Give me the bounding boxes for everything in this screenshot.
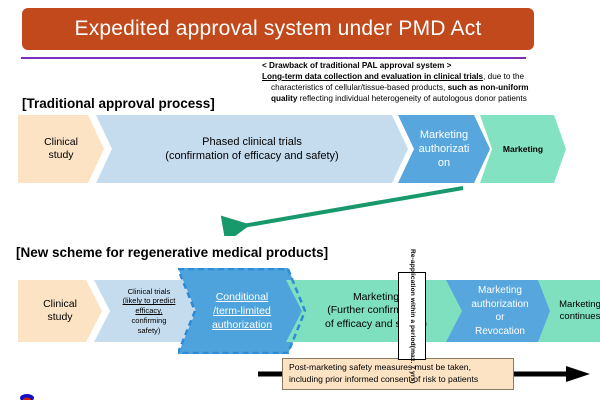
page-title: Expedited approval system under PMD Act	[74, 17, 482, 40]
line: (confirmation of efficacy and safety)	[165, 150, 339, 162]
line: Marketing	[559, 298, 600, 310]
corner-logo-mark	[20, 394, 34, 400]
line: Marketing	[419, 128, 469, 141]
reapplication-note-text: Re-application within a period(max. 7 yr…	[408, 248, 416, 384]
new-step-clinical-trials-label: Clinical trials (likely to predict effic…	[120, 287, 179, 336]
line: efficacy,	[135, 306, 163, 316]
traditional-flow-row: Clinical study Phased clinical trials (c…	[18, 115, 590, 183]
line: Clinical	[44, 135, 78, 148]
slide-title-banner: Expedited approval system under PMD Act	[22, 8, 534, 50]
drawback-note-line2-underlined: Long-term data collection and evaluation…	[262, 71, 484, 81]
post-marketing-callout: Post-marketing safety measures must be t…	[282, 358, 514, 390]
traditional-step-phased-clinical-trials-label: Phased clinical trials (confirmation of …	[162, 135, 341, 164]
line: on	[437, 157, 451, 170]
line: including prior informed consent of risk…	[289, 374, 479, 384]
new-step-marketing-authorization-or-revocation-label: Marketing authorization or Revocation	[468, 284, 531, 338]
new-step-marketing-continues: Marketing continues	[538, 280, 600, 342]
traditional-step-clinical-study-label: Clinical study	[41, 136, 81, 162]
line: confirming	[131, 315, 167, 325]
line: /term-limited	[213, 304, 271, 317]
line: safety)	[137, 325, 161, 335]
new-step-marketing-continues-label: Marketing continues	[556, 299, 600, 324]
drawback-note: < Drawback of traditional PAL approval s…	[262, 61, 596, 105]
drawback-note-line2-rest: , due to the	[483, 71, 525, 81]
green-transition-arrow	[220, 186, 464, 236]
line: study	[47, 311, 73, 323]
traditional-section-heading: [Traditional approval process]	[22, 96, 215, 111]
new-step-marketing-further-confirmation: Marketing (Further confirmation of effic…	[286, 280, 466, 342]
line: authorizati	[418, 142, 470, 155]
drawback-note-line3-bold: such as non-uniform	[447, 82, 529, 92]
line: Revocation	[474, 325, 525, 337]
line: authorization	[211, 319, 273, 332]
drawback-note-line2: Long-term data collection and evaluation…	[262, 72, 596, 83]
new-scheme-section-heading: [New scheme for regenerative medical pro…	[16, 245, 329, 260]
line: Marketing	[352, 290, 400, 303]
traditional-step-marketing-authorization-label: Marketing authorizati on	[416, 128, 473, 171]
traditional-step-phased-clinical-trials: Phased clinical trials (confirmation of …	[96, 115, 408, 183]
header-divider-line	[21, 57, 526, 59]
drawback-note-line3: characteristics of cellular/tissue-based…	[262, 83, 596, 94]
reapplication-note-box: Re-application within a period(max. 7 yr…	[398, 249, 426, 383]
new-scheme-flow-row: Clinical study Clinical trials (likely t…	[18, 268, 592, 354]
line: study	[48, 149, 74, 161]
line: Post-marketing safety measures must be t…	[289, 362, 471, 373]
traditional-step-clinical-study: Clinical study	[18, 115, 104, 183]
line: Clinical	[43, 297, 77, 310]
drawback-note-line4-bold: quality	[271, 93, 298, 103]
traditional-step-marketing-authorization: Marketing authorizati on	[398, 115, 490, 183]
line: Clinical trials	[127, 286, 171, 296]
traditional-step-marketing: Marketing	[480, 115, 566, 183]
drawback-note-line4: quality reflecting individual heterogene…	[262, 94, 596, 105]
new-step-marketing-authorization-or-revocation: Marketing authorization or Revocation	[446, 280, 554, 342]
drawback-note-line4-normal: reflecting individual heterogeneity of a…	[297, 93, 527, 103]
new-step-clinical-study-label: Clinical study	[40, 298, 80, 324]
line: continues	[559, 311, 600, 322]
line: or	[495, 312, 505, 323]
drawback-note-line1: < Drawback of traditional PAL approval s…	[262, 61, 452, 70]
line: Conditional	[215, 290, 269, 303]
new-step-conditional-authorization-label: Conditional /term-limited authorization	[209, 290, 275, 333]
new-step-clinical-study: Clinical study	[18, 280, 102, 342]
traditional-step-marketing-label: Marketing	[502, 144, 544, 154]
drawback-note-line3-normal: characteristics of cellular/tissue-based…	[271, 82, 448, 92]
post-marketing-callout-text: Post-marketing safety measures must be t…	[289, 362, 478, 385]
line: Marketing	[478, 285, 522, 296]
line: Phased clinical trials	[202, 135, 302, 148]
line: authorization	[471, 298, 529, 310]
line: (likely to predict	[122, 296, 176, 306]
